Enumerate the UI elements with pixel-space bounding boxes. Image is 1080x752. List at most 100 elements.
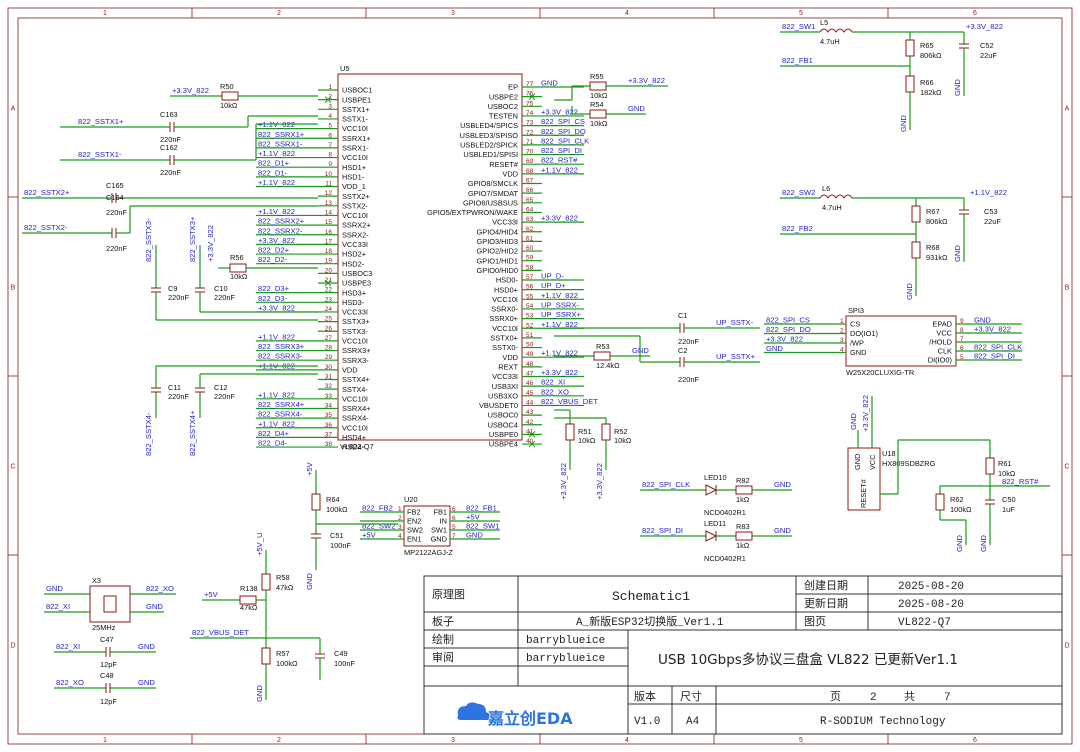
u5-pin-number: 37 [325, 431, 333, 438]
u5-pin-name: SSRX3- [342, 356, 369, 365]
spi3-net-label: +3.3V_822 [974, 325, 1011, 334]
u5-pin-number: 45 [526, 390, 534, 397]
c163-ref: C163 [160, 110, 178, 119]
u5-left-pins: 1USBOC12USBPE13SSTX1+4SSTX1-5VCC10I+1.1V… [256, 84, 372, 452]
u18-reset-pin: RESET# [859, 478, 868, 508]
c10-capacitor: 822_SSTX3+ C10 220nF [188, 216, 318, 313]
r58-net: +5V_U [255, 533, 264, 556]
u5-net-label: 822_SSRX4+ [258, 400, 305, 409]
spi3-net-label: 822_SPI_CS [766, 316, 810, 325]
u5-pin-name: SSRX4- [342, 414, 369, 423]
u5-net-label: 822_VBUS_DET [541, 397, 598, 406]
u5-pin-name: USB3XI [492, 382, 518, 391]
r61-net: 822_RST# [1002, 477, 1039, 486]
u5-pin-number: 62 [526, 226, 534, 233]
u5-pin-name: SSRX3+ [342, 346, 371, 355]
u5-pin-name: VCC33I [492, 372, 518, 381]
c50-ref: C50 [1002, 495, 1016, 504]
col-marker-bottom: 1 [103, 737, 107, 744]
col-marker-bottom: 5 [799, 737, 803, 744]
spi3-net-label: 822_SPI_CLK [974, 343, 1022, 352]
u5-pin-number: 56 [526, 284, 534, 291]
r55-ref: R55 [590, 72, 604, 81]
r53-ref: R53 [596, 342, 610, 351]
u5-net-label: +3.3V_822 [541, 214, 578, 223]
u20-pin-number: 7 [452, 533, 456, 540]
tb-page-name: VL822-Q7 [898, 617, 951, 629]
u5-pin-number: 64 [526, 206, 534, 213]
led10-block: 822_SPI_CLK LED10 NCD0402R1 R82 1kΩ GND [640, 473, 792, 517]
u5-net-label: 822_SSRX3+ [258, 342, 305, 351]
u5-pin-name: GPIO0/HID0 [477, 266, 518, 275]
r52-ref: R52 [614, 427, 628, 436]
l6-out-net: +1.1V_822 [970, 188, 1007, 197]
u20-pin-number: 2 [398, 515, 402, 522]
u5-pin-number: 3 [328, 103, 332, 110]
u5-net-label: UP_D+ [541, 281, 566, 290]
u5-net-label: 822_D2- [258, 255, 288, 264]
x3-gnd-left: GND [46, 584, 63, 593]
u20-pin-name: EN2 [407, 517, 421, 526]
u5-net-label: 822_SPI_DO [541, 127, 586, 136]
r82-ref: R82 [736, 476, 750, 485]
c50-val: 1uF [1002, 505, 1015, 514]
u5-pin-number: 49 [526, 351, 534, 358]
c1-ref: C1 [678, 311, 687, 320]
u18-vcc-pin: VCC [868, 454, 877, 470]
u5-net-label: 822_SSRX2- [258, 226, 303, 235]
r55-net: +3.3V_822 [628, 76, 665, 85]
tb-created: 2025-08-20 [898, 581, 964, 593]
u5-pin-name: GPIO3/HID3 [477, 237, 518, 246]
c53-gnd: GND [953, 245, 962, 262]
u5-pin-name: SSTX2- [342, 201, 368, 210]
tb-size: A4 [686, 716, 700, 728]
u5-pin-number: 24 [325, 306, 333, 313]
u5-pin-name: USBPE0 [489, 430, 518, 439]
r53-net: GND [632, 346, 649, 355]
tb-label-size: 尺寸 [680, 689, 702, 703]
u5-net-label: 822_SPI_CLK [541, 136, 589, 145]
u5-pin-number: 59 [526, 255, 534, 262]
u5-pin-name: REXT [498, 362, 518, 371]
u20-net-label: 822_SW1 [466, 522, 499, 531]
spi3-pin-number: 1 [840, 318, 844, 325]
no-connect-mark [528, 431, 536, 438]
r53-resistor: R53 12.4kΩ GND [554, 342, 650, 370]
u5-pin-name: USBLED1/SPISI [463, 150, 518, 159]
u5-pin-name: SSTX0- [492, 343, 518, 352]
c164-net: 822_SSTX2- [24, 223, 68, 232]
no-connect-mark [324, 96, 332, 104]
u5-pin-number: 71 [526, 139, 534, 146]
row-marker-left: A [11, 106, 16, 113]
u5-pin-name: SSRX2- [342, 230, 369, 239]
u5-net-label: +1.1V_822 [258, 207, 295, 216]
r56-resistor: +3.3V_822 R56 10kΩ [206, 225, 318, 281]
tb-updated: 2025-08-20 [898, 599, 964, 611]
u5-pin-number: 70 [526, 149, 534, 156]
u5-pin-name: VCC33I [342, 308, 368, 317]
u5-pin-number: 22 [325, 287, 333, 294]
u5-net-label: UP_SSRX+ [541, 310, 581, 319]
l6-sw-net: 822_SW2 [782, 188, 815, 197]
r56-ref: R56 [230, 253, 244, 262]
c165-val: 220nF [106, 208, 127, 217]
spi3-net-label: 822_SPI_DI [974, 352, 1015, 361]
c9-net: 822_SSTX3- [144, 218, 153, 262]
u20-pin-name: EN1 [407, 535, 421, 544]
r58-ref: R58 [276, 573, 290, 582]
r62-val: 100kΩ [950, 505, 972, 514]
u5-pin-number: 1 [328, 84, 332, 91]
c11-capacitor: 822_SSTX4- C11 220nF [144, 365, 318, 456]
r57-ref: R57 [276, 649, 290, 658]
u5-net-label: 822_SPI_DI [541, 146, 582, 155]
r52-net: +3.3V_822 [595, 463, 604, 500]
u5-pin-number: 32 [325, 383, 333, 390]
u5-pin-number: 30 [325, 364, 333, 371]
tb-pg: 2 [870, 692, 877, 704]
u5-pin-number: 55 [526, 293, 534, 300]
u5-net-label: 822_SSRX4- [258, 410, 303, 419]
r82-gnd: GND [774, 480, 791, 489]
col-marker-top: 5 [799, 10, 803, 17]
u5-pin-name: USBOC2 [488, 102, 518, 111]
r65-val: 806kΩ [920, 51, 942, 60]
